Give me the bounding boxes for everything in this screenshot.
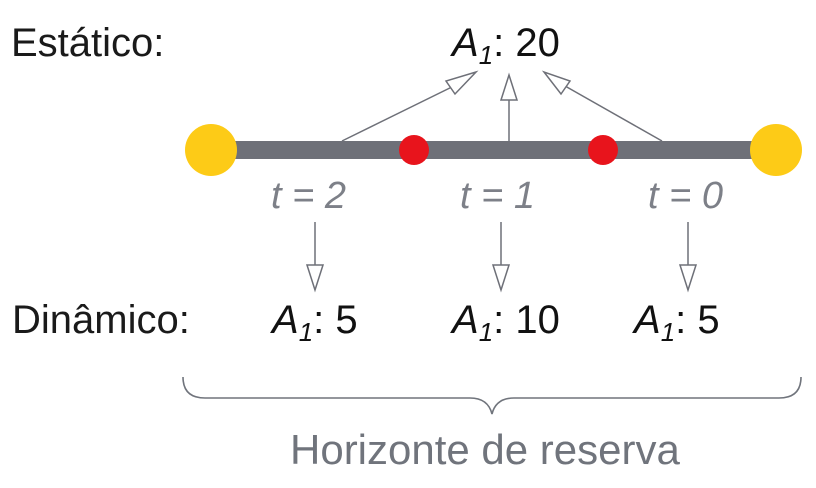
period-boundary-marker-1	[399, 135, 429, 165]
static-row-label: Estático:	[11, 21, 165, 65]
value-text: : 5	[313, 298, 358, 342]
value-subscript: 1	[478, 40, 494, 70]
timeline-end-endpoint	[750, 124, 802, 176]
dynamic-arrow-t1-head	[491, 264, 511, 293]
static-arrow-right-shaft	[557, 81, 663, 142]
horizon-label: Horizonte de reserva	[290, 426, 680, 473]
value-text: : 10	[493, 298, 560, 342]
dynamic-value-t2: A1: 5	[272, 298, 358, 345]
period-label-t0: t = 0	[648, 175, 723, 217]
static-arrow-left-head	[444, 70, 479, 96]
value-text: : 20	[493, 21, 560, 65]
value-subscript: 1	[660, 317, 676, 347]
dynamic-arrow-t2-head	[305, 264, 325, 293]
dynamic-value-t0: A1: 5	[634, 298, 720, 345]
static-arrow-left-shaft	[341, 81, 463, 142]
value-symbol: A	[634, 298, 661, 342]
value-subscript: 1	[478, 317, 494, 347]
period-label-t2: t = 2	[271, 175, 346, 217]
dynamic-value-t1: A1: 10	[452, 298, 560, 345]
value-symbol: A	[452, 21, 479, 65]
value-subscript: 1	[298, 317, 314, 347]
static-arrow-right-head	[541, 70, 572, 96]
dynamic-arrow-t0-head	[678, 264, 698, 293]
dynamic-row-label: Dinâmico:	[12, 298, 190, 342]
period-label-t1: t = 1	[460, 175, 535, 217]
static-total-value: A1: 20	[452, 21, 560, 68]
value-symbol: A	[272, 298, 299, 342]
period-boundary-marker-2	[588, 135, 618, 165]
static-arrow-center-head	[499, 72, 519, 101]
horizon-brace	[182, 376, 802, 415]
value-text: : 5	[675, 298, 720, 342]
value-symbol: A	[452, 298, 479, 342]
timeline-start-endpoint	[185, 124, 237, 176]
